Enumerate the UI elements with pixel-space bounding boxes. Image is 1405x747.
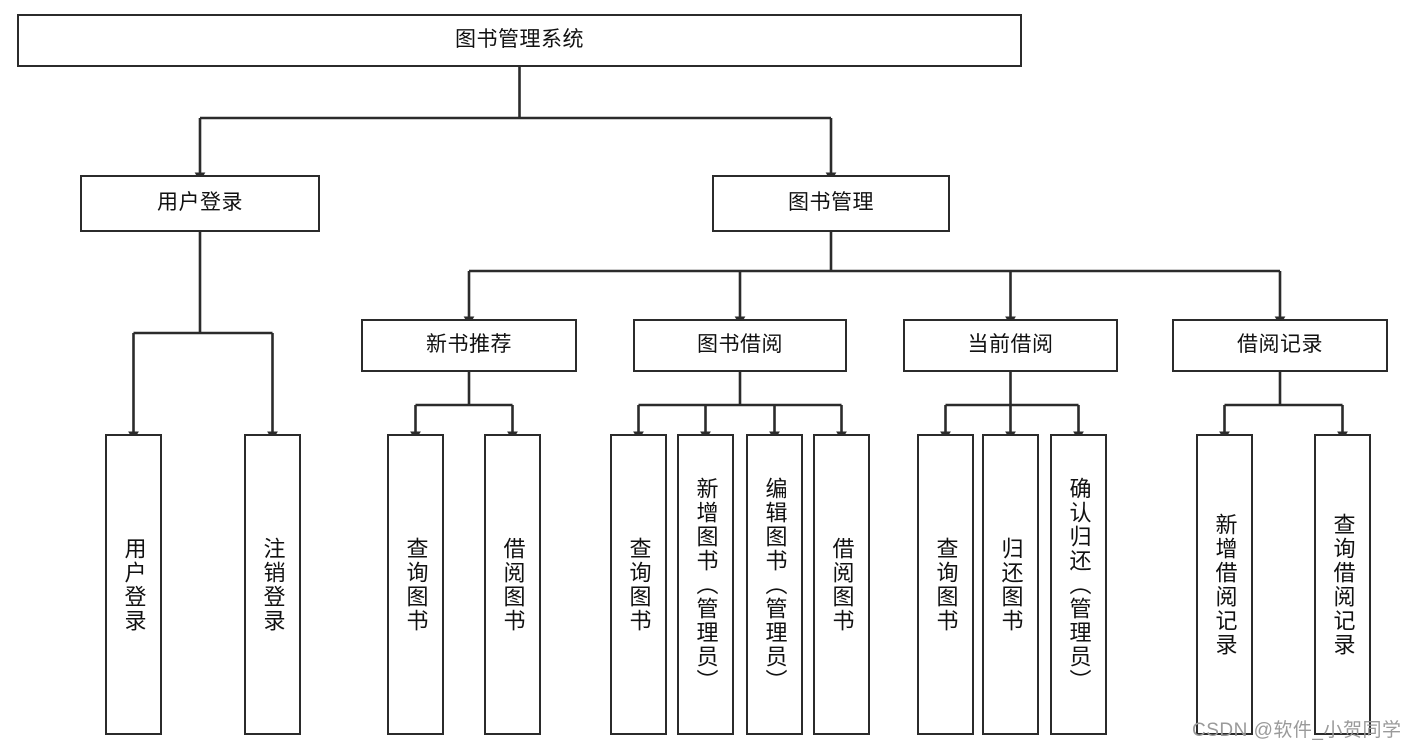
node-leaf-add-rec[interactable]: 新增借阅记录 <box>1196 434 1253 735</box>
node-label: 注销登录 <box>260 536 286 633</box>
node-leaf-query-rec[interactable]: 查询借阅记录 <box>1314 434 1371 735</box>
node-label: 查询图书 <box>626 536 652 633</box>
node-current-borrow[interactable]: 当前借阅 <box>903 319 1118 372</box>
node-label: 图书管理 <box>788 191 874 215</box>
node-label: 用户登录 <box>121 536 147 633</box>
node-label: 借阅图书 <box>500 536 526 633</box>
node-leaf-borrow-2[interactable]: 借阅图书 <box>813 434 870 735</box>
node-leaf-query-1[interactable]: 查询图书 <box>387 434 444 735</box>
node-label: 用户登录 <box>157 191 243 215</box>
node-new-book-rec[interactable]: 新书推荐 <box>361 319 577 372</box>
node-label: 新书推荐 <box>426 333 512 357</box>
node-label: 图书借阅 <box>697 333 783 357</box>
node-label: 归还图书 <box>998 536 1024 633</box>
node-leaf-query-2[interactable]: 查询图书 <box>610 434 667 735</box>
node-leaf-confirm[interactable]: 确认归还（管理员） <box>1050 434 1107 735</box>
node-leaf-return[interactable]: 归还图书 <box>982 434 1039 735</box>
node-label: 当前借阅 <box>967 333 1054 357</box>
node-label: 借阅图书 <box>829 536 855 633</box>
node-book-manage[interactable]: 图书管理 <box>712 175 950 232</box>
node-label: 图书管理系统 <box>455 28 584 52</box>
node-label: 新增借阅记录 <box>1212 512 1238 657</box>
node-leaf-logout[interactable]: 注销登录 <box>244 434 301 735</box>
node-leaf-edit-book[interactable]: 编辑图书（管理员） <box>746 434 803 735</box>
node-leaf-query-3[interactable]: 查询图书 <box>917 434 974 735</box>
node-leaf-user-login[interactable]: 用户登录 <box>105 434 162 735</box>
node-label: 借阅记录 <box>1237 333 1323 357</box>
node-borrow-record[interactable]: 借阅记录 <box>1172 319 1388 372</box>
node-label: 查询图书 <box>933 536 959 633</box>
node-label: 新增图书（管理员） <box>693 476 719 693</box>
node-leaf-add-book[interactable]: 新增图书（管理员） <box>677 434 734 735</box>
node-label: 查询借阅记录 <box>1330 512 1356 657</box>
node-label: 确认归还（管理员） <box>1066 476 1092 693</box>
node-leaf-borrow-1[interactable]: 借阅图书 <box>484 434 541 735</box>
csdn-watermark: CSDN @软件_小贺同学 <box>1192 720 1402 741</box>
node-user-login[interactable]: 用户登录 <box>80 175 320 232</box>
node-label: 编辑图书（管理员） <box>762 476 788 693</box>
node-book-borrow[interactable]: 图书借阅 <box>633 319 847 372</box>
node-label: 查询图书 <box>403 536 429 633</box>
node-root[interactable]: 图书管理系统 <box>17 14 1022 67</box>
